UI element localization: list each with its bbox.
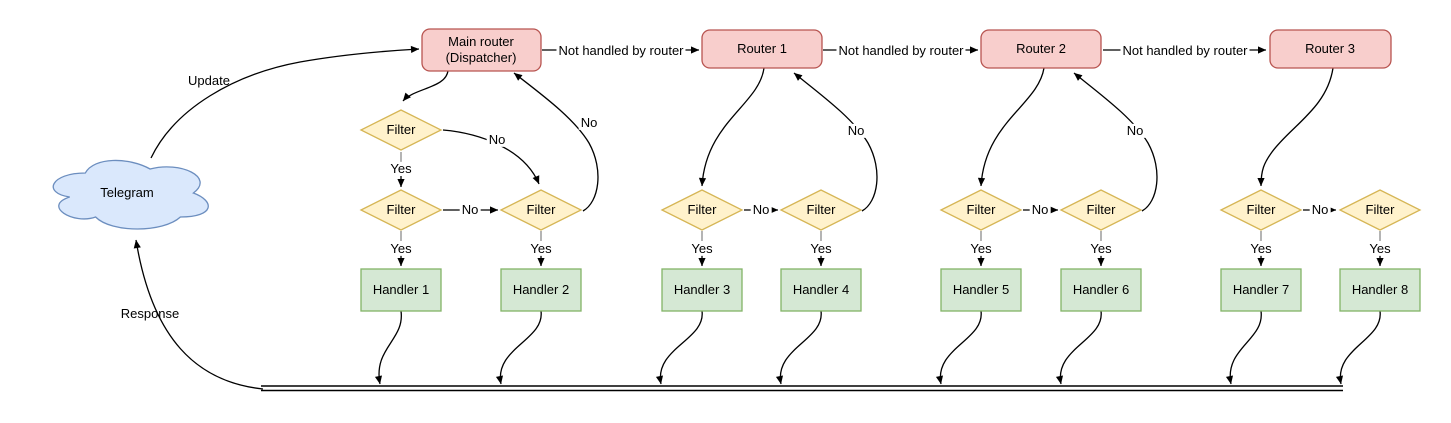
edge-label-yes-handler8: Yes bbox=[1367, 240, 1393, 257]
edge-label-not-handled-2: Not handled by router bbox=[836, 42, 966, 59]
edge-no-return-main bbox=[513, 72, 599, 212]
edge-label-yes-handler3: Yes bbox=[689, 240, 715, 257]
edge-label-no-main-curve: No bbox=[486, 131, 508, 148]
edge-label-no-main-return: No bbox=[578, 114, 600, 131]
edge-label-no-router1-between: No bbox=[750, 201, 772, 218]
edge-no-return-router2 bbox=[1073, 72, 1158, 212]
handler8-box bbox=[1339, 268, 1421, 312]
edge-response bbox=[133, 239, 264, 390]
edge-label-yes-main-top: Yes bbox=[388, 160, 414, 177]
edge-update bbox=[150, 45, 420, 159]
edge-label-yes-handler2: Yes bbox=[528, 240, 554, 257]
filter-label-router3-right: Filter bbox=[1365, 201, 1395, 217]
router2-box bbox=[980, 29, 1102, 69]
filter-diamond-main-right bbox=[499, 189, 583, 231]
handler3-label: Handler 3 bbox=[673, 281, 731, 297]
handler1-label: Handler 1 bbox=[372, 281, 430, 297]
filter-label-main-left: Filter bbox=[386, 201, 416, 217]
edge-router2-to-filter bbox=[977, 67, 1045, 187]
handler7-label: Handler 7 bbox=[1232, 281, 1290, 297]
filter-diamond-router2-left bbox=[939, 189, 1023, 231]
main-router-box bbox=[421, 28, 542, 72]
filter-diamond-main-left bbox=[359, 189, 443, 231]
edge-handler1-to-bus bbox=[374, 310, 402, 385]
edge-router1-to-filter bbox=[698, 67, 765, 187]
edge-handler6-to-bus bbox=[1055, 310, 1102, 385]
filter-label-router1-left: Filter bbox=[687, 201, 717, 217]
main-router-label: Main router (Dispatcher) bbox=[445, 33, 517, 65]
filter-label-router2-right: Filter bbox=[1086, 201, 1116, 217]
router3-label: Router 3 bbox=[1305, 40, 1355, 56]
edge-label-yes-handler5: Yes bbox=[968, 240, 994, 257]
router1-box bbox=[701, 29, 823, 69]
filter-diamond-main-top bbox=[359, 109, 443, 151]
telegram-label: Telegram bbox=[100, 184, 154, 200]
edge-handler8-to-bus bbox=[1335, 310, 1381, 385]
edge-handler3-to-bus bbox=[655, 310, 703, 385]
edge-label-no-router3-between: No bbox=[1309, 201, 1331, 218]
handler6-box bbox=[1060, 268, 1142, 312]
edge-label-update: Update bbox=[188, 72, 230, 88]
filter-label-router2-left: Filter bbox=[966, 201, 996, 217]
handler1-box bbox=[360, 268, 442, 312]
handler8-label: Handler 8 bbox=[1351, 281, 1409, 297]
filter-diamond-router1-left bbox=[660, 189, 744, 231]
edge-label-not-handled-3: Not handled by router bbox=[1120, 42, 1250, 59]
router2-label: Router 2 bbox=[1016, 40, 1066, 56]
handler7-box bbox=[1220, 268, 1302, 312]
telegram-cloud bbox=[52, 159, 209, 230]
edge-label-yes-handler4: Yes bbox=[808, 240, 834, 257]
filter-label-main-right: Filter bbox=[526, 201, 556, 217]
handler4-box bbox=[780, 268, 862, 312]
edge-label-yes-handler7: Yes bbox=[1248, 240, 1274, 257]
edge-label-no-router2-return: No bbox=[1124, 122, 1146, 139]
edge-label-response: Response bbox=[120, 305, 180, 321]
filter-label-router3-left: Filter bbox=[1246, 201, 1276, 217]
edge-dispatcher-to-filter bbox=[402, 69, 449, 102]
filter-diamond-router3-left bbox=[1219, 189, 1303, 231]
filter-label-router1-right: Filter bbox=[806, 201, 836, 217]
handler5-label: Handler 5 bbox=[952, 281, 1010, 297]
edge-label-yes-handler1: Yes bbox=[388, 240, 414, 257]
filter-diamond-router3-right bbox=[1338, 189, 1422, 231]
router3-box bbox=[1269, 29, 1392, 69]
filter-diamond-router2-right bbox=[1059, 189, 1143, 231]
handler4-label: Handler 4 bbox=[792, 281, 850, 297]
handler5-box bbox=[940, 268, 1022, 312]
edge-router3-to-filter bbox=[1257, 67, 1334, 187]
router1-label: Router 1 bbox=[737, 40, 787, 56]
edge-label-no-router1-return: No bbox=[845, 122, 867, 139]
edge-handler5-to-bus bbox=[935, 310, 982, 385]
filter-label-main-top: Filter bbox=[386, 121, 416, 137]
filter-diamond-router1-right bbox=[779, 189, 863, 231]
handler3-box bbox=[661, 268, 743, 312]
edge-label-yes-handler6: Yes bbox=[1088, 240, 1114, 257]
handler2-label: Handler 2 bbox=[512, 281, 570, 297]
edge-handler4-to-bus bbox=[775, 310, 822, 385]
edge-label-not-handled-1: Not handled by router bbox=[556, 42, 686, 59]
edge-handler7-to-bus bbox=[1225, 310, 1262, 385]
edge-handler2-to-bus bbox=[495, 310, 542, 385]
edge-no-return-router1 bbox=[793, 72, 878, 212]
handler2-box bbox=[500, 268, 582, 312]
edge-label-no-main-between: No bbox=[459, 201, 481, 218]
edge-label-no-router2-between: No bbox=[1029, 201, 1051, 218]
handler6-label: Handler 6 bbox=[1072, 281, 1130, 297]
